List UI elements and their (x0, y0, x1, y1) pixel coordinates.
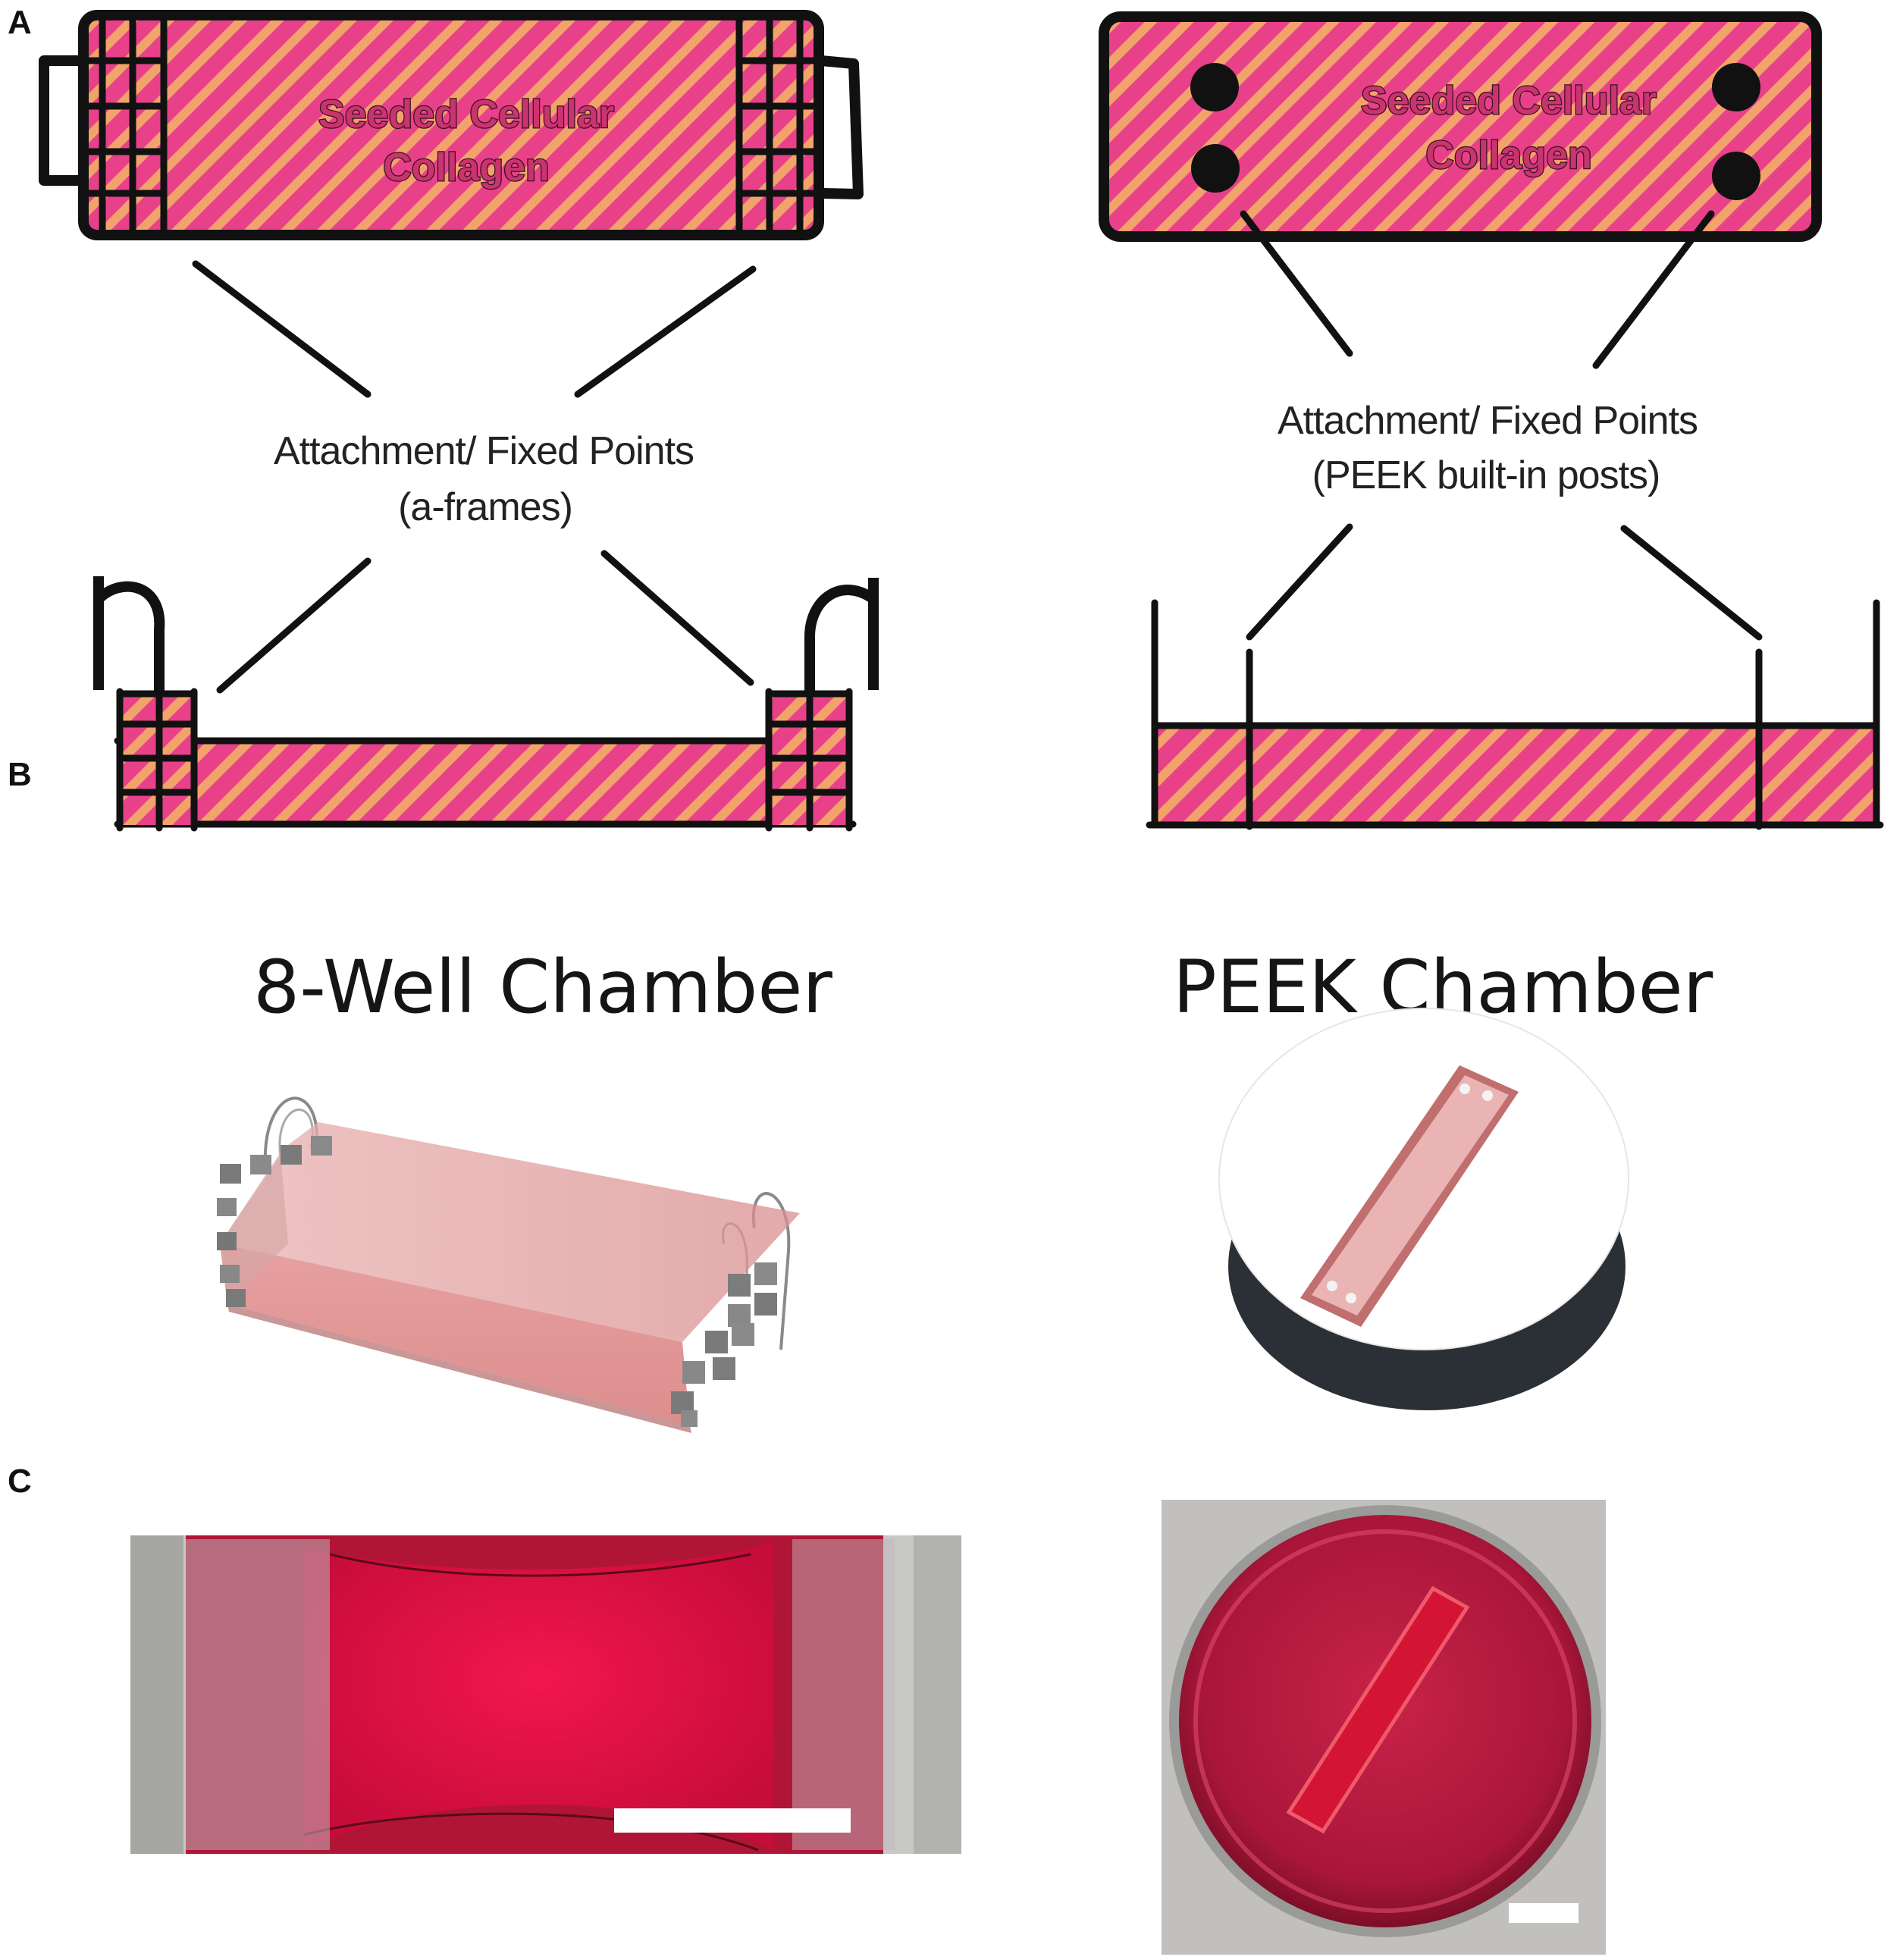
left-chamber-title: 8-Well Chamber (253, 945, 832, 1030)
right-side-view-diagram (1146, 599, 1884, 830)
left-pointer-line (216, 557, 372, 694)
right-frame-blocks (671, 1262, 777, 1427)
left-a-frame-hook (95, 581, 165, 694)
peek-collagen-gel-top (1104, 17, 1817, 237)
right-a-frame-side-grid (765, 688, 853, 832)
left-collagen-label-line1: Seeded Cellular (318, 93, 614, 136)
peek-post-dot (1712, 63, 1760, 111)
panel-letter-c: C (8, 1463, 32, 1500)
chamber-top-plane (220, 1122, 800, 1342)
right-a-frame-photo (792, 1539, 895, 1850)
peek-well-gel (1312, 1075, 1509, 1316)
right-pointer-line (1620, 525, 1763, 641)
collagen-gel-photo (303, 1539, 773, 1850)
right-collagen-label-line1: Seeded Cellular (1361, 79, 1657, 123)
eight-well-chamber-render (217, 1096, 800, 1433)
peek-chamber-outline-top (1099, 11, 1822, 242)
right-pointer-line (1246, 523, 1353, 641)
scale-bar (1509, 1903, 1579, 1923)
right-pointer-line (1240, 210, 1353, 357)
collagen-gel-side (118, 741, 770, 823)
right-a-frame-hook (804, 585, 877, 694)
peek-gel-photo (1286, 1585, 1470, 1834)
right-a-frame-grid (735, 13, 821, 237)
right-top-view-diagram: Seeded Cellular Collagen (1099, 11, 1822, 242)
peek-collagen-gel-side (1155, 726, 1873, 823)
peek-post-dot (1482, 1090, 1493, 1101)
peek-chamber-render (1218, 1008, 1629, 1410)
left-side-view-diagram (93, 576, 879, 832)
left-a-frame-photo (186, 1539, 330, 1850)
chamber-bottom-plane (220, 1243, 690, 1425)
left-pointer-line (192, 260, 372, 398)
left-wire-loop (39, 55, 79, 186)
right-collagen-label-line2: Collagen (1425, 133, 1592, 177)
right-attachment-label-line2: (PEEK built-in posts) (1312, 453, 1660, 497)
scale-bar (614, 1808, 851, 1833)
left-attachment-label-line2: (a-frames) (398, 485, 572, 529)
left-frame-blocks (217, 1136, 332, 1307)
left-top-view-diagram: Seeded Cellular Collagen (39, 10, 864, 240)
left-a-frame-grid (81, 13, 168, 237)
left-attachment-label-line1: Attachment/ Fixed Points (274, 429, 694, 473)
panel-letter-b: B (8, 756, 32, 793)
peek-post-dot (1191, 144, 1240, 193)
eight-well-chamber-photo (130, 1535, 961, 1854)
chamber-outline-top (78, 10, 824, 240)
right-pointer-line (1592, 210, 1715, 369)
left-pointer-line (574, 265, 757, 398)
panel-letter-a: A (8, 4, 32, 41)
peek-post-dot (1327, 1281, 1337, 1291)
right-attachment-label-line1: Attachment/ Fixed Points (1278, 399, 1698, 443)
peek-post-dot (1712, 152, 1760, 200)
left-collagen-label-line2: Collagen (383, 146, 550, 190)
collagen-gel-top (83, 15, 819, 235)
a-frame-wire (263, 1096, 319, 1168)
left-pointer-line (600, 550, 754, 686)
peek-post-dot (1190, 63, 1239, 111)
peek-post-dot (1346, 1293, 1356, 1303)
peek-post-dot (1459, 1083, 1470, 1094)
peek-chamber-photo (1162, 1500, 1606, 1955)
left-a-frame-side-grid (116, 688, 198, 832)
